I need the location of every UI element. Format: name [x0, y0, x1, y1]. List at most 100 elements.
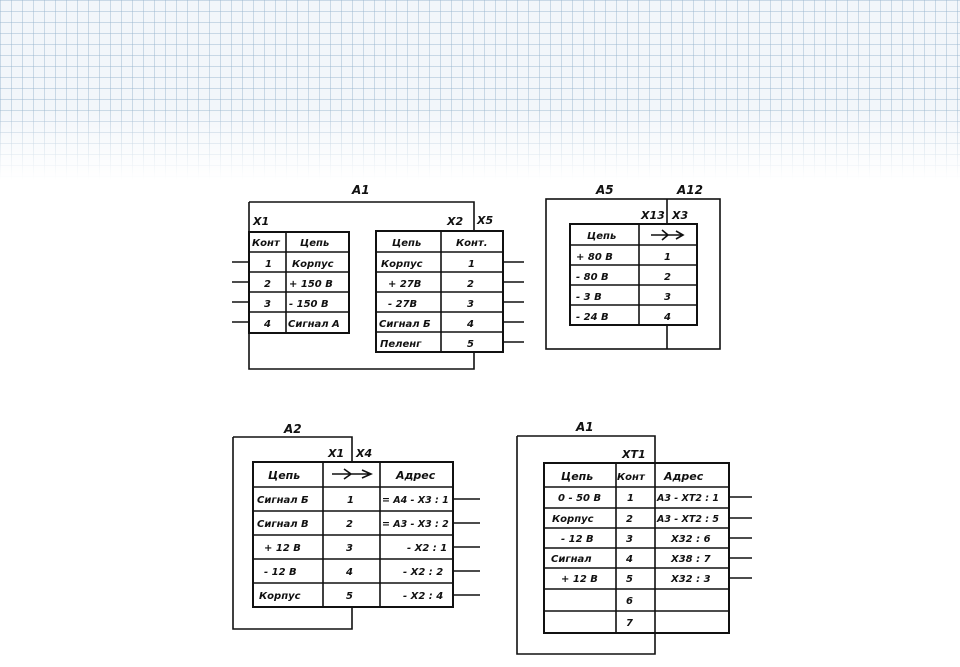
cell: + 12 В: [561, 574, 598, 585]
cell: 0 - 50 В: [558, 493, 601, 504]
cell: 4: [263, 319, 271, 330]
cell: 3: [467, 299, 474, 310]
header-kont: Конт: [252, 238, 281, 249]
cell: 5: [346, 591, 353, 602]
cell: Сигнал А: [288, 319, 340, 330]
connector-label-x2: X2: [446, 215, 463, 228]
cell: - 150 В: [289, 299, 329, 310]
cell: 1: [627, 493, 634, 504]
cell: 2: [467, 279, 474, 290]
header-address: Адрес: [395, 469, 436, 482]
table-row-lines: [544, 486, 729, 612]
header-cep: Цепь: [300, 238, 329, 249]
cell: + 80 В: [576, 252, 613, 263]
block-a1-top: A1 X1 X2 X5 Конт Цепь 1 Корпус 2 + 150 В…: [232, 183, 524, 370]
cell: - 3 В: [576, 292, 602, 303]
header-cep: Цепь: [268, 469, 300, 482]
frame-left-bottom: [516, 436, 656, 655]
cell: 5: [626, 574, 633, 585]
cell: 3: [346, 543, 353, 554]
cell: + 27В: [388, 279, 421, 290]
cell: 4: [466, 319, 474, 330]
connector-label-x1: X1: [252, 215, 269, 228]
block-title: A2: [283, 422, 302, 436]
cell: 2: [346, 519, 353, 530]
wire-stubs-right: [503, 261, 524, 343]
connector-label-x13: X13: [640, 209, 665, 222]
table-row-lines: [376, 251, 503, 333]
cell: 1: [468, 259, 475, 270]
cell: 3: [626, 534, 633, 545]
frame-bottom: [248, 333, 475, 370]
cell: - 12 В: [561, 534, 594, 545]
connector-table-x13: [569, 223, 698, 326]
connector-label-x1: X1: [327, 447, 344, 460]
cell: - 27В: [388, 299, 417, 310]
block-title: A1: [351, 183, 370, 197]
table-row-lines: [570, 244, 697, 306]
cell: Пеленг: [380, 339, 422, 350]
connector-arrow-icon: [332, 468, 373, 480]
cell: 1: [347, 495, 354, 506]
cell: 5: [467, 339, 474, 350]
cell: 4: [625, 554, 633, 565]
cell: А3 - ХТ2 : 5: [656, 514, 719, 525]
cell: 3: [664, 292, 671, 303]
wire-stubs-left: [232, 261, 249, 323]
block-a5: A5 A12 X13 X3 Цепь + 80 В 1 - 80 В 2 - 3…: [545, 183, 721, 350]
cell: - Х2 : 2: [403, 567, 443, 578]
cell: 2: [626, 514, 633, 525]
cell: 2: [664, 272, 671, 283]
connector-label-x3: X3: [671, 209, 688, 222]
cell: Сигнал Б: [379, 319, 431, 330]
cell: - Х2 : 1: [407, 543, 447, 554]
cell: Х32 : 3: [670, 574, 711, 585]
cell: = А3 - Х3 : 2: [382, 519, 449, 530]
header-cep: Цепь: [392, 238, 421, 249]
cell: Корпус: [292, 259, 334, 270]
header-cep: Цепь: [587, 231, 616, 242]
cell: Корпус: [552, 514, 594, 525]
cell: 7: [626, 618, 633, 629]
cell: Корпус: [259, 591, 301, 602]
cell: 4: [663, 312, 671, 323]
block-title: A1: [575, 420, 594, 434]
header-kont: Конт: [617, 472, 646, 483]
block-title-a5: A5: [595, 183, 614, 197]
frame-top: [517, 435, 656, 463]
cell: - Х2 : 4: [403, 591, 443, 602]
table-row-lines: [249, 251, 349, 313]
connector-label-x4: X4: [355, 447, 372, 460]
cell: + 12 В: [264, 543, 301, 554]
cell: + 150 В: [289, 279, 333, 290]
cell: - 12 В: [264, 567, 297, 578]
cell: 2: [264, 279, 271, 290]
cell: 4: [345, 567, 353, 578]
cell: 3: [264, 299, 271, 310]
cell: Сигнал Б: [257, 495, 309, 506]
connector-label-xt1: ХТ1: [621, 448, 646, 461]
cell: А3 - ХТ2 : 1: [656, 493, 719, 504]
header-kont: Конт.: [456, 238, 488, 249]
frame-left-bottom: [232, 437, 353, 630]
frame-top: [233, 436, 353, 462]
cell: Корпус: [381, 259, 423, 270]
table-row-lines: [253, 486, 453, 584]
connector-arrow-icon: [651, 229, 685, 241]
cell: - 80 В: [576, 272, 609, 283]
cell: Сигнал: [551, 554, 592, 565]
cell: 1: [265, 259, 272, 270]
block-title-a12: A12: [676, 183, 703, 197]
cell: Х32 : 6: [670, 534, 711, 545]
cell: - 24 В: [576, 312, 609, 323]
cell: Х38 : 7: [670, 554, 711, 565]
block-a1-bottom: A1 ХТ1 Цепь Конт Адрес 0 - 50 В 1 А3 - Х…: [516, 420, 752, 655]
cell: Сигнал В: [257, 519, 309, 530]
wire-stubs-right: [453, 498, 480, 596]
cell: = А4 - Х3 : 1: [382, 495, 449, 506]
frame-top: [249, 201, 475, 230]
block-frame: [545, 198, 721, 350]
graph-paper-background: [0, 0, 960, 180]
header-address: Адрес: [663, 470, 704, 483]
